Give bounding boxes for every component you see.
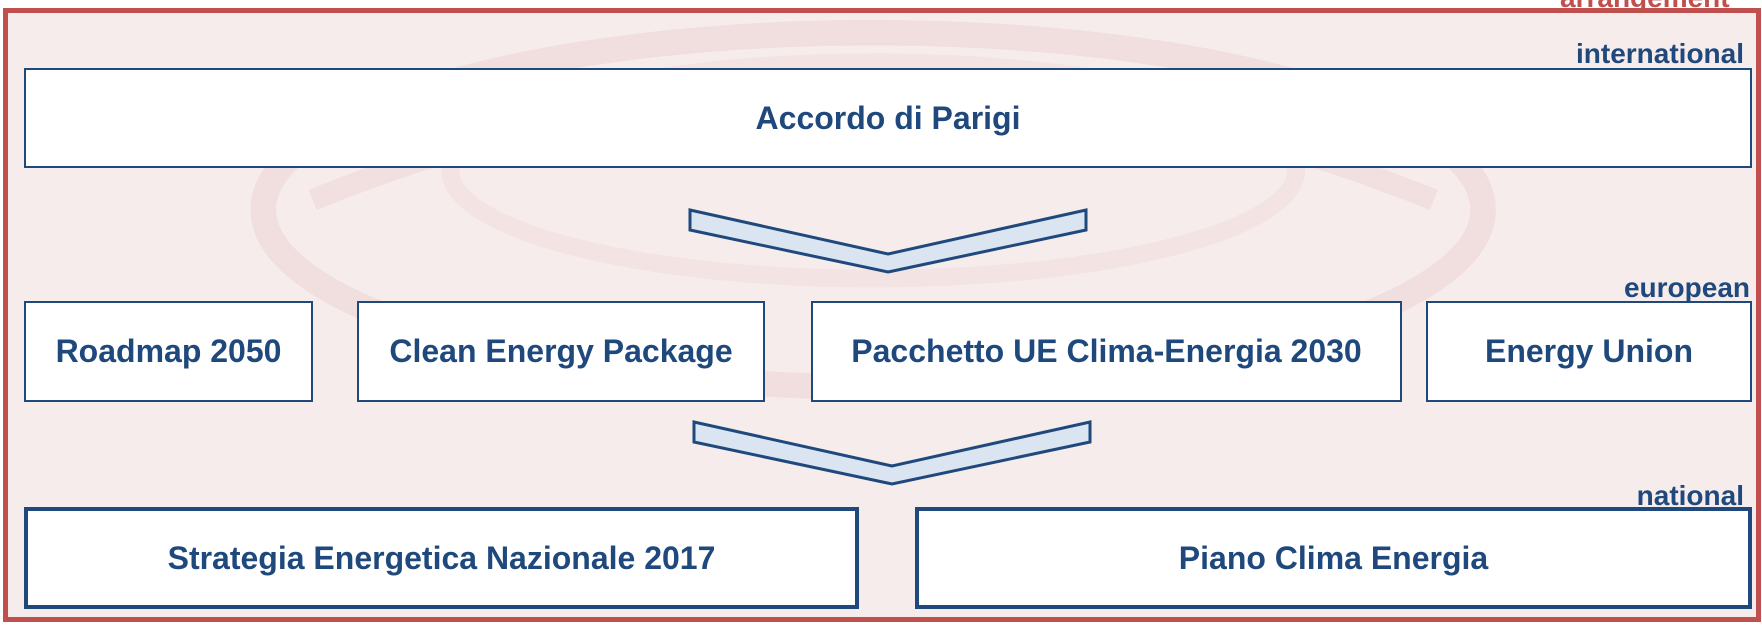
chevron-arrow-down-1	[688, 208, 1088, 274]
level-label-european: european	[1623, 272, 1750, 303]
box-piano-clima-energia: Piano Clima Energia	[915, 507, 1752, 609]
level-label-international: international	[1575, 38, 1744, 69]
arrangement-label: arrangement	[1560, 0, 1730, 14]
level-label-national: national	[1636, 480, 1744, 511]
box-strategia-energetica-nazionale-2017: Strategia Energetica Nazionale 2017	[24, 507, 859, 609]
box-pacchetto-ue-clima-energia-2030: Pacchetto UE Clima-Energia 2030	[811, 301, 1402, 402]
box-accordo-di-parigi: Accordo di Parigi	[24, 68, 1752, 168]
box-roadmap-2050: Roadmap 2050	[24, 301, 313, 402]
box-energy-union: Energy Union	[1426, 301, 1752, 402]
box-clean-energy-package: Clean Energy Package	[357, 301, 765, 402]
chevron-arrow-down-2	[692, 420, 1092, 486]
